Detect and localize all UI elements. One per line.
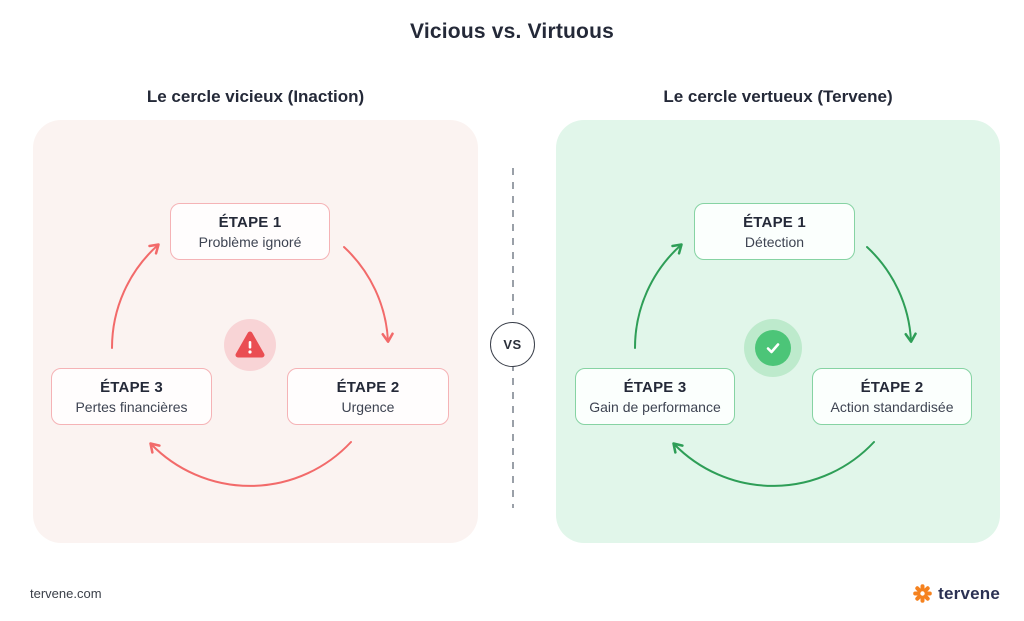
virtuous-step-2: ÉTAPE 2 Action standardisée (812, 368, 972, 425)
step-label: ÉTAPE 2 (860, 378, 924, 396)
step-text: Action standardisée (830, 398, 954, 415)
virtuous-step-3: ÉTAPE 3 Gain de performance (575, 368, 735, 425)
step-text: Gain de performance (589, 398, 721, 415)
virtuous-panel-heading: Le cercle vertueux (Tervene) (663, 87, 893, 106)
page-title: Vicious vs. Virtuous (410, 20, 614, 43)
vicious-cycle-arrows (110, 243, 394, 487)
vicious-panel-heading: Le cercle vicieux (Inaction) (146, 87, 365, 106)
tervene-wordmark: tervene (938, 583, 1000, 603)
arrow-step2-to-step3 (672, 441, 875, 487)
step-text: Pertes financières (75, 398, 188, 415)
arrow-step3-to-step1 (110, 243, 160, 349)
step-text: Urgence (341, 398, 395, 415)
virtuous-step-1: ÉTAPE 1 Détection (694, 203, 855, 260)
virtuous-cycle-arrows (633, 243, 917, 487)
tervene-logo: tervene (912, 583, 1000, 604)
vicious-step-2: ÉTAPE 2 Urgence (287, 368, 449, 425)
step-label: ÉTAPE 3 (623, 378, 687, 396)
arrow-step1-to-step2 (343, 246, 394, 343)
step-text: Détection (744, 233, 805, 250)
vs-badge: VS (490, 322, 535, 367)
step-text: Problème ignoré (198, 233, 302, 250)
step-label: ÉTAPE 3 (100, 378, 163, 396)
arrow-step1-to-step2 (866, 246, 917, 343)
step-label: ÉTAPE 1 (743, 213, 806, 231)
step-label: ÉTAPE 2 (336, 378, 400, 396)
warning-triangle-icon (224, 319, 276, 371)
arrow-step3-to-step1 (633, 243, 683, 349)
vicious-step-3: ÉTAPE 3 Pertes financières (51, 368, 212, 425)
check-icon (744, 319, 802, 377)
tervene-gear-icon (913, 584, 932, 603)
vicious-cycle-panel: ÉTAPE 1 Problème ignoré ÉTAPE 2 Urgence … (33, 120, 478, 543)
vicious-step-1: ÉTAPE 1 Problème ignoré (170, 203, 330, 260)
virtuous-cycle-panel: ÉTAPE 1 Détection ÉTAPE 2 Action standar… (556, 120, 1000, 543)
footer-website: tervene.com (30, 586, 102, 601)
step-label: ÉTAPE 1 (218, 213, 282, 231)
arrow-step2-to-step3 (149, 441, 352, 487)
